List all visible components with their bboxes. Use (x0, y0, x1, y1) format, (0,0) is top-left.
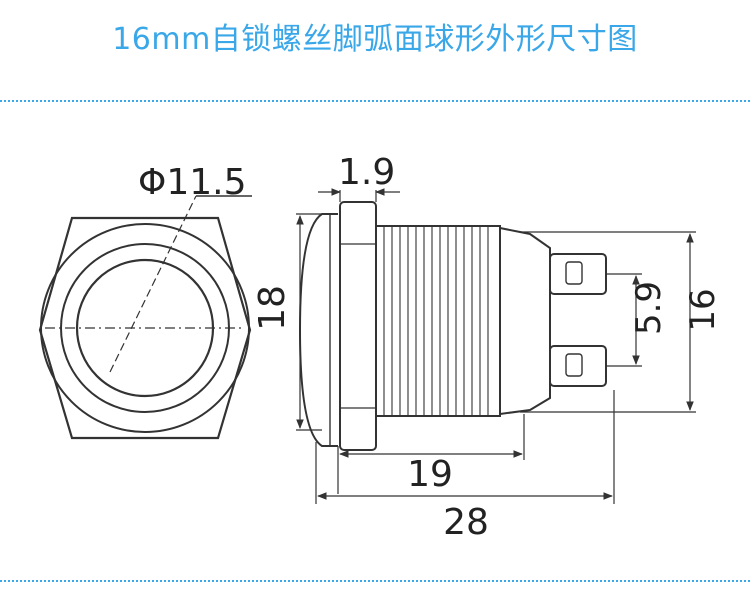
thread-length-label: 19 (407, 454, 453, 495)
diameter-leader-line (109, 195, 197, 373)
body-height-label: 16 (683, 288, 723, 331)
terminal-pitch-label: 5.9 (629, 281, 669, 335)
bottom-divider (0, 580, 750, 582)
dimension-lines (296, 188, 696, 504)
thread-lines (383, 226, 489, 416)
upper-terminal (549, 253, 607, 295)
front-view (38, 195, 252, 440)
side-view (298, 201, 607, 451)
domed-cap (298, 213, 338, 447)
threaded-body (375, 225, 501, 417)
page-title: 16mm自锁螺丝脚弧面球形外形尺寸图 (112, 22, 638, 57)
hex-nut-outline (38, 216, 252, 440)
top-divider (0, 100, 750, 102)
head-height-label: 18 (252, 285, 293, 331)
lower-terminal (549, 345, 607, 387)
outer-bezel-circle (40, 223, 250, 433)
side-nut (339, 201, 377, 451)
flange-thickness-label: 1.9 (338, 152, 395, 193)
total-length-label: 28 (443, 502, 489, 543)
rear-housing (499, 227, 551, 415)
diameter-label: Φ11.5 (138, 162, 247, 203)
